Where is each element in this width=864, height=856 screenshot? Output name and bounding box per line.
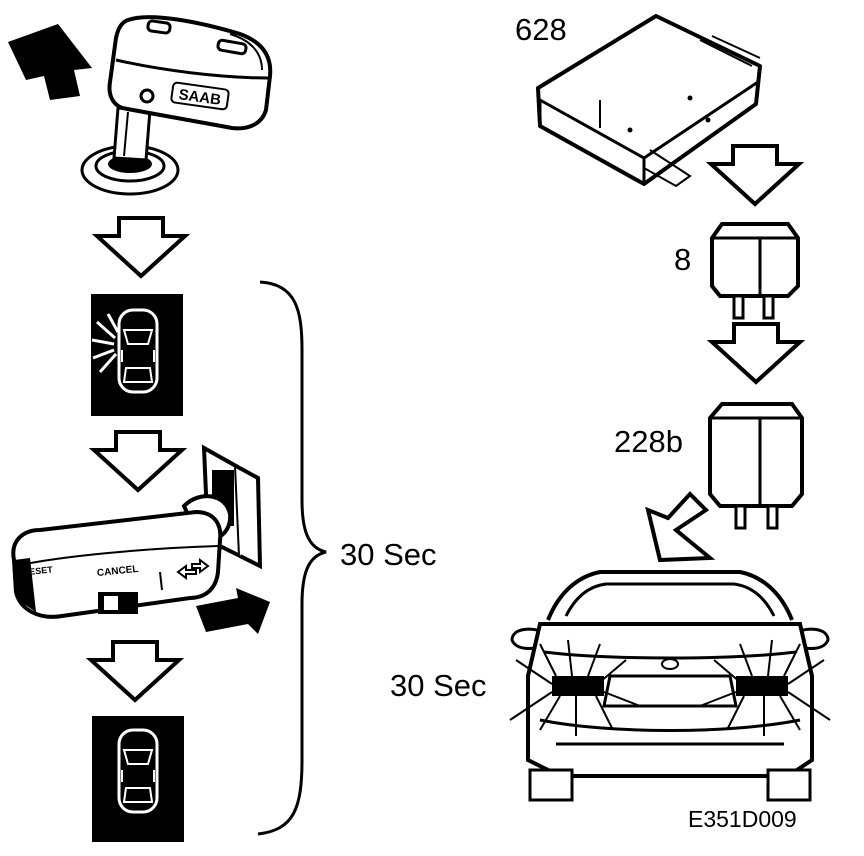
relay-small-icon [710, 222, 800, 320]
dashboard-indicator-lit [91, 294, 183, 416]
stalk-reset-text: RESET [22, 564, 53, 577]
stalk-cancel-text: CANCEL [96, 564, 139, 579]
headlight-duration-label: 30 Sec [390, 668, 487, 703]
figure-code-label: E351D009 [688, 806, 797, 832]
timer-bracket [257, 280, 327, 836]
relay-large-icon [708, 402, 804, 530]
control-module-label: 628 [515, 12, 567, 47]
car-top-view-icon [117, 308, 159, 394]
down-arrow-icon [709, 144, 801, 206]
push-down-arrow-icon [196, 588, 270, 634]
ignition-key-icon: SAAB [80, 15, 273, 196]
cruise-control-stalk-icon: CANCEL RESET [11, 444, 263, 619]
dashboard-indicator-off [92, 716, 184, 842]
timer-duration-label: 30 Sec [340, 537, 437, 572]
down-arrow-icon [89, 640, 181, 702]
down-arrow-icon [95, 216, 187, 278]
down-arrow-icon [92, 430, 184, 492]
car-top-view-icon [117, 728, 159, 814]
relay-large-label: 228b [614, 424, 683, 459]
car-front-icon [510, 570, 830, 802]
control-module-icon [536, 14, 762, 188]
light-rays-icon [91, 313, 120, 373]
up-arrow-icon [8, 24, 92, 100]
diagonal-arrow-icon [645, 491, 716, 563]
headlight-rays-icon [509, 639, 831, 736]
down-arrow-icon [710, 322, 802, 384]
key-brand-text: SAAB [178, 86, 223, 109]
relay-small-label: 8 [674, 242, 692, 277]
